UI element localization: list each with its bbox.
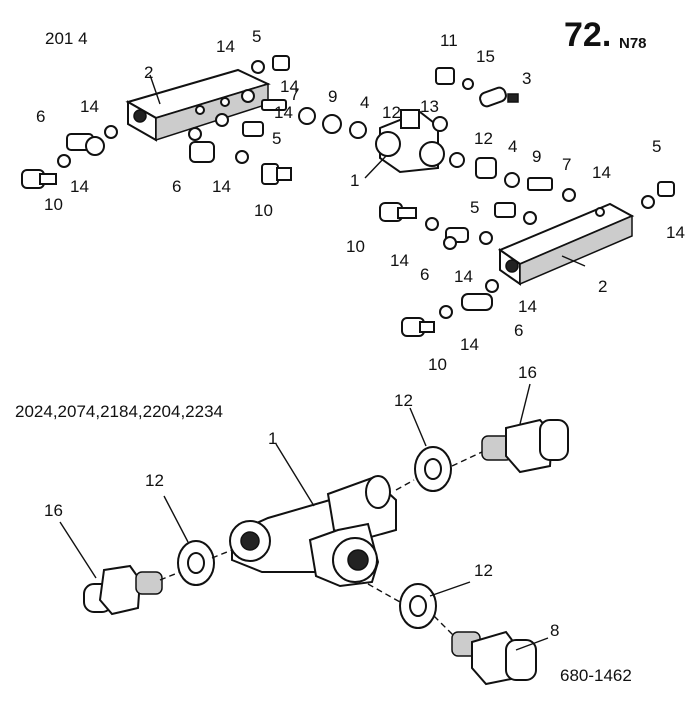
bottom-group-label: 2024,2074,2184,2204,2234 xyxy=(15,402,223,421)
central-tee-top xyxy=(298,67,553,191)
callout: 4 xyxy=(508,137,517,156)
callout: 6 xyxy=(172,177,181,196)
top-group-label: 201 4 xyxy=(45,29,88,48)
assembly-lines xyxy=(159,451,483,637)
callouts-top: 14 5 2 14 14 7 9 4 12 11 15 3 13 6 14 5 … xyxy=(36,27,685,374)
callout: 5 xyxy=(470,198,479,217)
callout: 6 xyxy=(420,265,429,284)
callout: 10 xyxy=(428,355,447,374)
callout: 8 xyxy=(550,621,559,640)
callout: 1 xyxy=(268,429,277,448)
callout: 14 xyxy=(274,103,293,122)
callout: 14 xyxy=(212,177,231,196)
callout: 2 xyxy=(598,277,607,296)
callout: 14 xyxy=(216,37,235,56)
washer-12-bottom xyxy=(399,583,437,629)
callout: 7 xyxy=(562,155,571,174)
washer-12-top xyxy=(414,446,452,492)
callout: 6 xyxy=(36,107,45,126)
washer-12-left xyxy=(177,540,215,586)
callouts-bottom: 1 12 16 12 16 12 8 xyxy=(44,363,559,640)
callout: 5 xyxy=(272,129,281,148)
callout: 14 xyxy=(518,297,537,316)
callout: 15 xyxy=(476,47,495,66)
callout: 14 xyxy=(70,177,89,196)
callout: 6 xyxy=(514,321,523,340)
callout: 12 xyxy=(474,129,493,148)
callout: 16 xyxy=(518,363,537,382)
reference-number: 680-1462 xyxy=(560,666,632,685)
callout: 16 xyxy=(44,501,63,520)
callout: 13 xyxy=(420,97,439,116)
callout: 7 xyxy=(290,85,299,104)
page-code: 72. xyxy=(564,16,611,54)
callout: 14 xyxy=(666,223,685,242)
callout: 5 xyxy=(652,137,661,156)
callout: 14 xyxy=(390,251,409,270)
callout: 3 xyxy=(522,69,531,88)
callout: 2 xyxy=(144,63,153,82)
union-8-bottom xyxy=(451,630,537,686)
callout: 5 xyxy=(252,27,261,46)
callout: 14 xyxy=(460,335,479,354)
page-code-suffix: N78 xyxy=(619,35,647,52)
parts-top-left xyxy=(21,55,292,189)
callout: 10 xyxy=(254,201,273,220)
callout: 12 xyxy=(145,471,164,490)
parts-right xyxy=(379,181,675,337)
callout: 12 xyxy=(394,391,413,410)
callout: 10 xyxy=(346,237,365,256)
callout: 4 xyxy=(360,93,369,112)
callout: 12 xyxy=(474,561,493,580)
distributor-block-right xyxy=(497,202,635,286)
union-16-left xyxy=(83,564,163,616)
callout: 9 xyxy=(532,147,541,166)
callout: 14 xyxy=(280,77,299,96)
callout: 14 xyxy=(80,97,99,116)
callout: 9 xyxy=(328,87,337,106)
callout: 14 xyxy=(592,163,611,182)
union-16-right xyxy=(481,418,569,474)
callout: 1 xyxy=(350,171,359,190)
callout: 14 xyxy=(454,267,473,286)
leader-lines xyxy=(59,74,586,651)
callout: 10 xyxy=(44,195,63,214)
callout: 12 xyxy=(382,103,401,122)
tee-fitting-large xyxy=(229,475,397,588)
distributor-block-left xyxy=(125,68,271,142)
callout: 11 xyxy=(440,31,458,50)
